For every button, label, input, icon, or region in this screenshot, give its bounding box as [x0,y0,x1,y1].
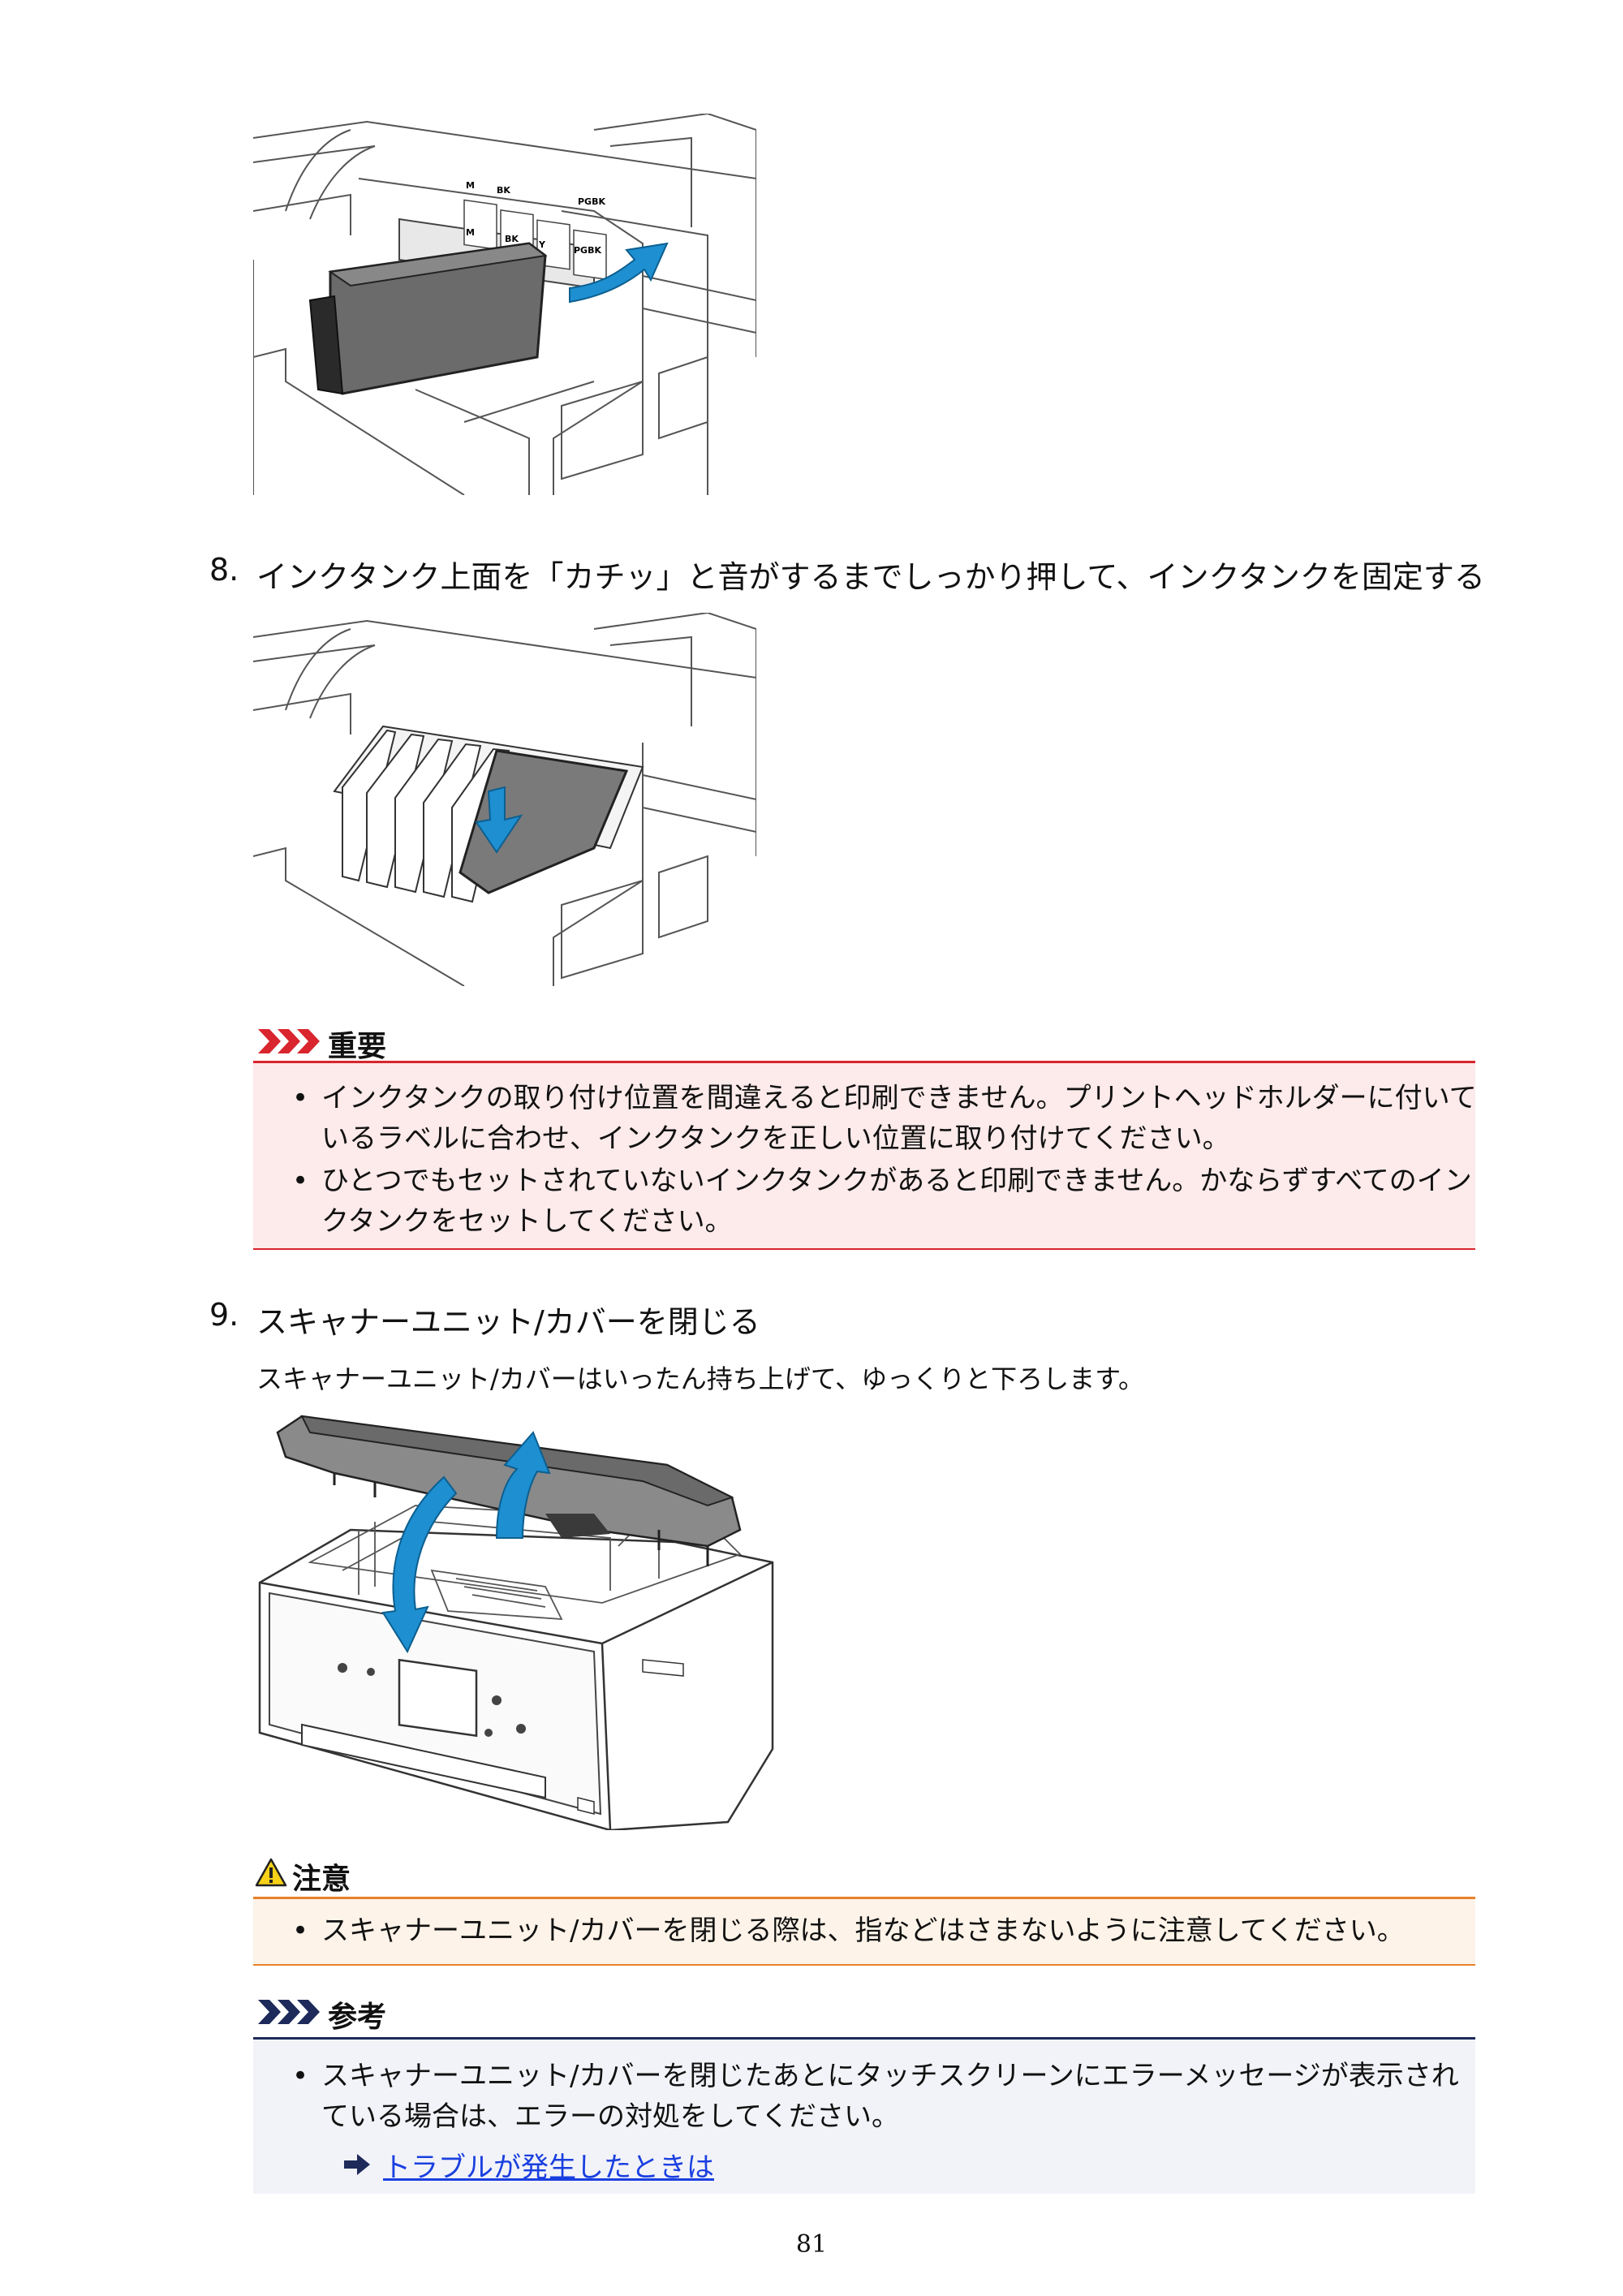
important-item-2-line-2: クタンクをセットしてください。 [321,1205,733,1238]
warning-triangle-icon [255,1858,287,1887]
important-item-1-line-2: いるラベルに合わせ、インクタンクを正しい位置に取り付けてください。 [321,1122,1230,1155]
tank-label: Y [538,239,546,250]
scanner-unit-close-illustration [258,1415,774,1830]
step-9-text: スキャナーユニット/カバーを閉じる [256,1304,760,1340]
important-item-1-line-1: インクタンクの取り付け位置を間違えると印刷できません。プリントヘッドホルダーに付… [321,1082,1477,1114]
arrow-right-icon [344,2154,370,2175]
caution-item-1: スキャナーユニット/カバーを閉じる際は、指などはさまないように注意してください。 [321,1915,1405,1947]
caution-title: 注意 [292,1863,351,1896]
ink-tank-insert-illustration: M BK PGBK M BK Y PGBK [253,114,756,495]
push-arrow-icon [569,242,669,304]
page-number: 81 [795,2230,828,2259]
tank-label: PGBK [578,196,605,207]
note-chevrons-icon [258,2000,320,2024]
note-box: • スキャナーユニット/カバーを閉じたあとにタッチスクリーンにエラーメッセージが… [253,2037,1475,2194]
ink-tank [308,242,548,395]
important-chevrons-icon [258,1029,320,1053]
note-title: 参考 [328,2001,387,2034]
tank-label: PGBK [574,245,601,256]
important-item-2-line-1: ひとつでもセットされていないインクタンクがあると印刷できません。かならずすべての… [321,1165,1472,1197]
press-down-arrow-icon [475,786,523,854]
step-number: 9. [209,1297,239,1333]
close-down-arrow-icon [381,1475,458,1654]
step-8-text: インクタンク上面を「カチッ」と音がするまでしっかり押して、インクタンクを固定する [256,559,1485,595]
step-9-description: スキャナーユニット/カバーはいったん持ち上げて、ゆっくりと下ろします。 [256,1363,1144,1394]
troubleshooting-link[interactable]: トラブルが発生したときは [383,2152,714,2184]
tank-label: BK [505,234,519,244]
caution-box: • スキャナーユニット/カバーを閉じる際は、指などはさまないように注意してくださ… [253,1897,1475,1966]
important-title: 重要 [328,1030,387,1063]
ink-tank-fixed-illustration [253,613,756,986]
note-item-1-line-2: ている場合は、エラーの対処をしてください。 [321,2100,899,2133]
tank-label: M [466,227,475,238]
important-box: • インクタンクの取り付け位置を間違えると印刷できません。プリントヘッドホルダー… [253,1061,1477,1250]
step-number: 8. [209,552,239,588]
tank-label: BK [497,185,510,196]
touch-screen [398,1658,478,1738]
note-item-1-line-1: スキャナーユニット/カバーを閉じたあとにタッチスクリーンにエラーメッセージが表示… [321,2060,1459,2092]
tank-label: M [466,180,475,191]
lift-up-arrow-icon [495,1431,551,1539]
